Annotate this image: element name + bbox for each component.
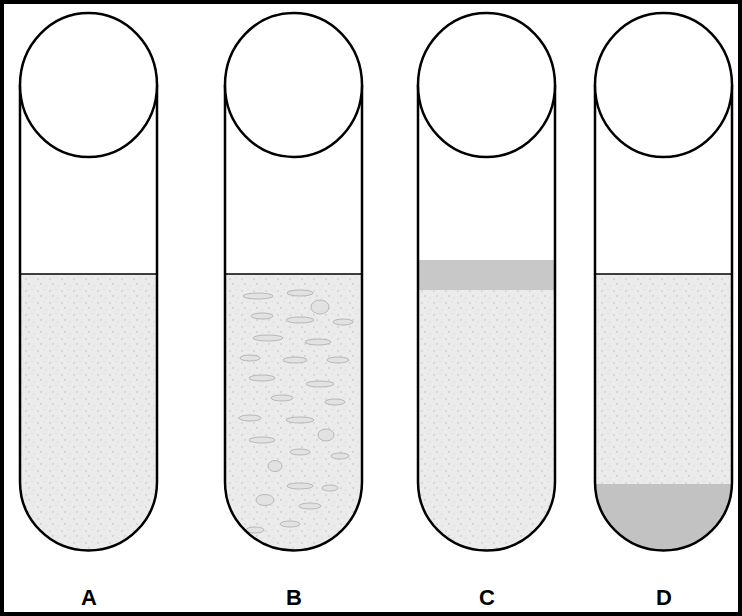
flake (249, 437, 275, 443)
flake (325, 399, 345, 405)
flake (280, 521, 300, 527)
surface-layer (418, 260, 555, 290)
flake (286, 317, 314, 323)
flake (318, 429, 334, 441)
flake (240, 355, 260, 361)
flake (246, 527, 264, 533)
flake (287, 483, 313, 489)
flake (299, 503, 321, 509)
flake (290, 449, 310, 455)
flake (271, 395, 293, 401)
tube-d (595, 13, 732, 574)
flake (251, 313, 273, 319)
flake (253, 335, 283, 341)
flake (239, 415, 261, 421)
tube-label: B (286, 587, 302, 609)
flake (322, 485, 338, 491)
flake (256, 495, 274, 506)
tube-label: A (81, 587, 97, 609)
flake (327, 357, 349, 363)
flake (286, 417, 314, 423)
tube-label: D (656, 587, 672, 609)
sediment (595, 484, 732, 574)
flake (249, 375, 275, 381)
tube-b (225, 13, 362, 574)
flake (243, 293, 273, 299)
flake (283, 357, 307, 363)
flakes (239, 290, 353, 533)
flake (268, 461, 282, 472)
flake (287, 290, 313, 296)
flake (333, 319, 353, 325)
tube-label: C (479, 587, 495, 609)
flake (331, 453, 349, 459)
flake (311, 300, 329, 314)
tube-a (20, 13, 157, 574)
flake (305, 339, 331, 345)
flake (306, 381, 334, 387)
tube-c (418, 13, 555, 574)
